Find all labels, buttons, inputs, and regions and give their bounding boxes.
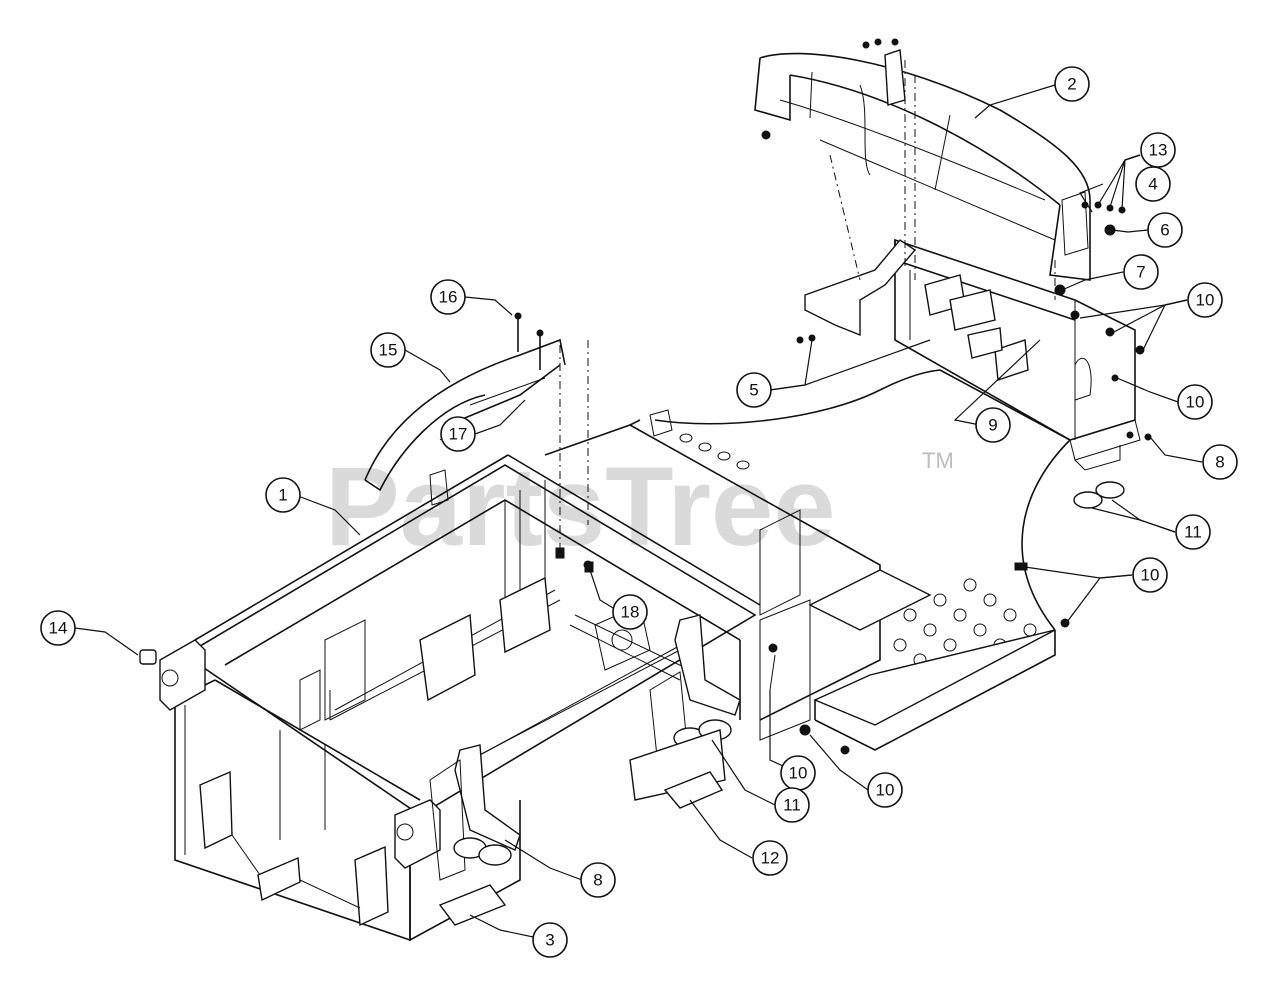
watermark-trademark: TM (922, 448, 954, 473)
svg-text:10: 10 (1196, 291, 1215, 310)
svg-text:11: 11 (783, 796, 801, 815)
callout-12[interactable]: 12 (752, 840, 788, 876)
callout-2[interactable]: 2 (1054, 66, 1090, 102)
callout-14[interactable]: 14 (40, 610, 76, 646)
svg-text:12: 12 (761, 849, 780, 868)
svg-text:9: 9 (988, 416, 997, 435)
callout-10-e[interactable]: 10 (867, 772, 903, 808)
svg-text:5: 5 (749, 381, 758, 400)
svg-text:1: 1 (278, 486, 287, 505)
watermark-text: PartsTree (325, 444, 836, 569)
assembly-lines (559, 60, 1056, 555)
svg-text:10: 10 (876, 781, 895, 800)
svg-text:18: 18 (621, 603, 640, 622)
callout-3[interactable]: 3 (532, 922, 568, 958)
svg-text:10: 10 (1186, 393, 1205, 412)
svg-text:15: 15 (379, 341, 398, 360)
left-mount (429, 744, 521, 926)
svg-text:11: 11 (1184, 523, 1202, 542)
callout-8-left[interactable]: 8 (580, 862, 616, 898)
callout-6[interactable]: 6 (1147, 212, 1183, 248)
svg-text:8: 8 (1215, 453, 1224, 472)
callout-11-left[interactable]: 11 (774, 787, 810, 823)
callout-17[interactable]: 17 (440, 416, 476, 452)
callout-1[interactable]: 1 (265, 477, 301, 513)
callout-10-b[interactable]: 10 (1177, 384, 1213, 420)
dash-support (804, 238, 1141, 471)
callout-13[interactable]: 13 (1140, 132, 1176, 168)
watermark: PartsTree TM (325, 444, 954, 569)
callout-15[interactable]: 15 (370, 332, 406, 368)
right-mount (629, 614, 741, 809)
callout-9[interactable]: 9 (975, 407, 1011, 443)
callout-8-right[interactable]: 8 (1202, 444, 1238, 480)
svg-text:10: 10 (1141, 566, 1160, 585)
svg-text:10: 10 (789, 764, 808, 783)
callout-18[interactable]: 18 (612, 594, 648, 630)
callout-5[interactable]: 5 (736, 372, 772, 408)
left-fender (364, 338, 566, 492)
frame-drawing (139, 38, 1152, 942)
callout-10-a[interactable]: 10 (1187, 282, 1223, 318)
callouts: 1 2 3 4 5 6 7 8 8 9 10 10 10 10 10 11 11… (40, 66, 1238, 958)
callout-16[interactable]: 16 (430, 279, 466, 315)
rear-frame (159, 454, 761, 942)
leader-lines (74, 84, 1203, 939)
svg-text:8: 8 (593, 871, 602, 890)
callout-7[interactable]: 7 (1123, 254, 1159, 290)
hardware (139, 38, 1152, 755)
svg-text:14: 14 (49, 619, 68, 638)
svg-text:16: 16 (439, 288, 458, 307)
floor-plate (429, 369, 1071, 751)
svg-text:2: 2 (1067, 75, 1076, 94)
svg-text:4: 4 (1148, 175, 1157, 194)
svg-text:17: 17 (449, 425, 468, 444)
callout-10-d[interactable]: 10 (780, 755, 816, 791)
svg-text:6: 6 (1160, 221, 1169, 240)
callout-11-right[interactable]: 11 (1175, 514, 1211, 550)
dash-panel (754, 49, 1091, 281)
svg-text:13: 13 (1149, 141, 1168, 160)
callout-4[interactable]: 4 (1135, 166, 1171, 202)
svg-text:3: 3 (545, 931, 554, 950)
svg-text:7: 7 (1136, 263, 1145, 282)
callout-10-c[interactable]: 10 (1132, 557, 1168, 593)
